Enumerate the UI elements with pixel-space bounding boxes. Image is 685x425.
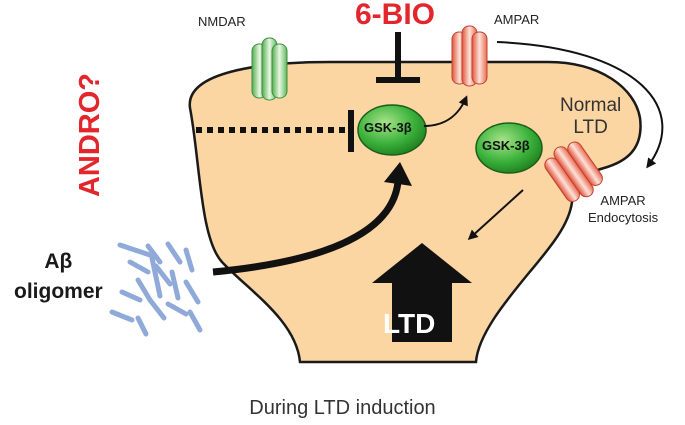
abeta-line2: oligomer bbox=[14, 280, 103, 303]
oligomer-activation-arrow bbox=[212, 181, 402, 276]
gsk-to-ampar-arrow bbox=[423, 95, 468, 127]
ltd-arrow bbox=[372, 243, 472, 342]
normal-ltd-label: Normal LTD bbox=[560, 95, 621, 139]
ampar-trafficking-arrow bbox=[496, 41, 664, 169]
abeta-oligomer-label: Aβ oligomer bbox=[14, 247, 103, 307]
ampar-label: AMPAR bbox=[494, 12, 540, 27]
internalized-ampar bbox=[544, 141, 603, 203]
ampar-receptor bbox=[451, 25, 488, 87]
nmdar-receptor bbox=[251, 37, 288, 101]
figure-caption: During LTD induction bbox=[249, 397, 436, 419]
gsk3b-endocytosis-label: GSK-3β bbox=[482, 138, 530, 153]
normal-ltd-line1: Normal bbox=[560, 95, 622, 116]
abeta-oligomer-cluster bbox=[109, 241, 203, 337]
gsk3b-enzyme-endocytosis bbox=[475, 122, 543, 174]
ltd-arrow-label: LTD bbox=[383, 308, 436, 339]
nmdar-label: NMDAR bbox=[198, 14, 246, 29]
ampar-endocytosis-label: AMPAR Endocytosis bbox=[588, 192, 658, 226]
endocytosis-to-ltd-arrow bbox=[467, 189, 524, 241]
oligomer-arrow-head bbox=[384, 162, 412, 186]
inhibitor-6bio-label: 6-BIO bbox=[355, 0, 436, 31]
ampar-endocytosis-line2: Endocytosis bbox=[588, 210, 659, 225]
andro-label: ANDRO? bbox=[74, 72, 106, 198]
abeta-line1: Aβ bbox=[44, 250, 73, 273]
normal-ltd-line2: LTD bbox=[573, 117, 608, 138]
ampar-endocytosis-line1: AMPAR bbox=[600, 193, 646, 208]
gsk3b-label: GSK-3β bbox=[364, 120, 412, 135]
gsk3b-enzyme bbox=[357, 104, 427, 156]
